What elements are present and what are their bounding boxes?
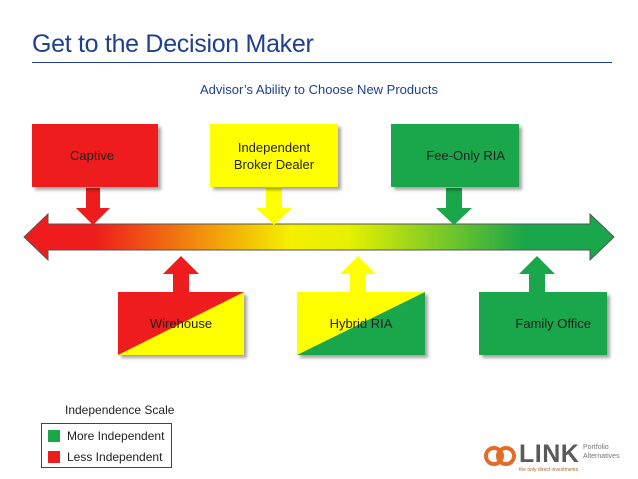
captive-label: Captive bbox=[70, 148, 115, 163]
link-logo: LINK Portfolio Alternatives the only dir… bbox=[483, 440, 620, 473]
wirehouse-up-arrow bbox=[163, 256, 199, 292]
fee-only-ria-label: Fee-Only RIA bbox=[426, 148, 505, 163]
title-divider bbox=[32, 62, 612, 63]
hybrid-ria-label: Hybrid RIA bbox=[329, 316, 393, 331]
wirehouse-split-fill bbox=[118, 292, 244, 355]
independence-scale-bar bbox=[23, 212, 615, 262]
hybrid-ria-split-fill bbox=[297, 292, 425, 355]
fee-only-ria-box: Fee-Only RIA bbox=[391, 124, 519, 187]
captive-down-arrow bbox=[76, 188, 110, 225]
legend-title: Independence Scale bbox=[65, 403, 175, 417]
page-title: Get to the Decision Maker bbox=[32, 30, 314, 58]
logo-tagline: the only direct investments bbox=[519, 467, 579, 473]
independence-legend: More Independent Less Independent bbox=[41, 423, 172, 468]
family-office-box: Family Office bbox=[479, 292, 607, 355]
wirehouse-label: Wirehouse bbox=[149, 316, 213, 331]
family-office-label: Family Office bbox=[515, 316, 591, 331]
family-office-up-arrow bbox=[519, 256, 555, 292]
chain-link-icon bbox=[484, 446, 516, 466]
logo-line1: Portfolio bbox=[583, 444, 609, 451]
independent-broker-dealer-box: Independent Broker Dealer bbox=[210, 124, 338, 187]
logo-line2: Alternatives bbox=[583, 453, 620, 460]
broker-dealer-label-line2: Broker Dealer bbox=[233, 156, 315, 172]
green-swatch bbox=[48, 430, 60, 442]
red-swatch bbox=[48, 451, 60, 463]
fee-only-ria-down-arrow bbox=[436, 188, 472, 225]
wirehouse-box: Wirehouse bbox=[118, 292, 244, 355]
broker-dealer-label-line1: Independent bbox=[237, 139, 311, 155]
diagram-subtitle: Advisor’s Ability to Choose New Products bbox=[200, 82, 438, 97]
captive-box: Captive bbox=[32, 124, 158, 187]
legend-item-more-independent: More Independent bbox=[48, 429, 164, 443]
logo-wordmark: LINK bbox=[519, 440, 580, 468]
legend-item-less-independent: Less Independent bbox=[48, 450, 162, 464]
hybrid-ria-box: Hybrid RIA bbox=[297, 292, 425, 355]
hybrid-ria-up-arrow bbox=[340, 256, 376, 292]
broker-dealer-down-arrow bbox=[256, 188, 292, 225]
